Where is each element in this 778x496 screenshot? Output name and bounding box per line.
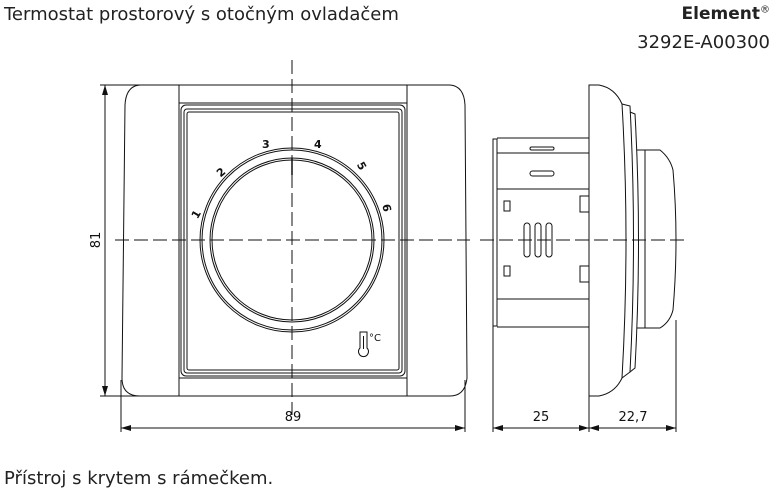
brand-name: Element® — [682, 4, 770, 24]
dimension-height: 81 — [89, 232, 104, 249]
dial-number-2: 2 — [214, 165, 228, 180]
dial-number-1: 1 — [189, 208, 204, 221]
front-view: 1 2 3 4 5 6 °C — [115, 60, 470, 415]
dial-number-3: 3 — [262, 138, 270, 151]
side-view — [480, 84, 685, 397]
brand-text: Element — [681, 4, 760, 24]
unit-symbol: °C — [369, 333, 381, 344]
dial-number-6: 6 — [379, 203, 393, 213]
dial-number-5: 5 — [354, 160, 369, 173]
dial-number-4: 4 — [314, 138, 322, 151]
registered-mark: ® — [760, 4, 770, 16]
product-title: Termostat prostorový s otočným ovladačem — [4, 4, 399, 25]
dimension-cover-depth: 22,7 — [619, 410, 648, 425]
dimension-width: 89 — [285, 410, 302, 425]
product-code: 3292E-A00300 — [637, 32, 770, 53]
dimensions: 81 89 25 22,7 — [89, 84, 677, 432]
caption: Přístroj s krytem s rámečkem. — [4, 468, 274, 489]
thermometer-icon: °C — [358, 331, 381, 357]
dimension-body-depth: 25 — [533, 410, 550, 425]
